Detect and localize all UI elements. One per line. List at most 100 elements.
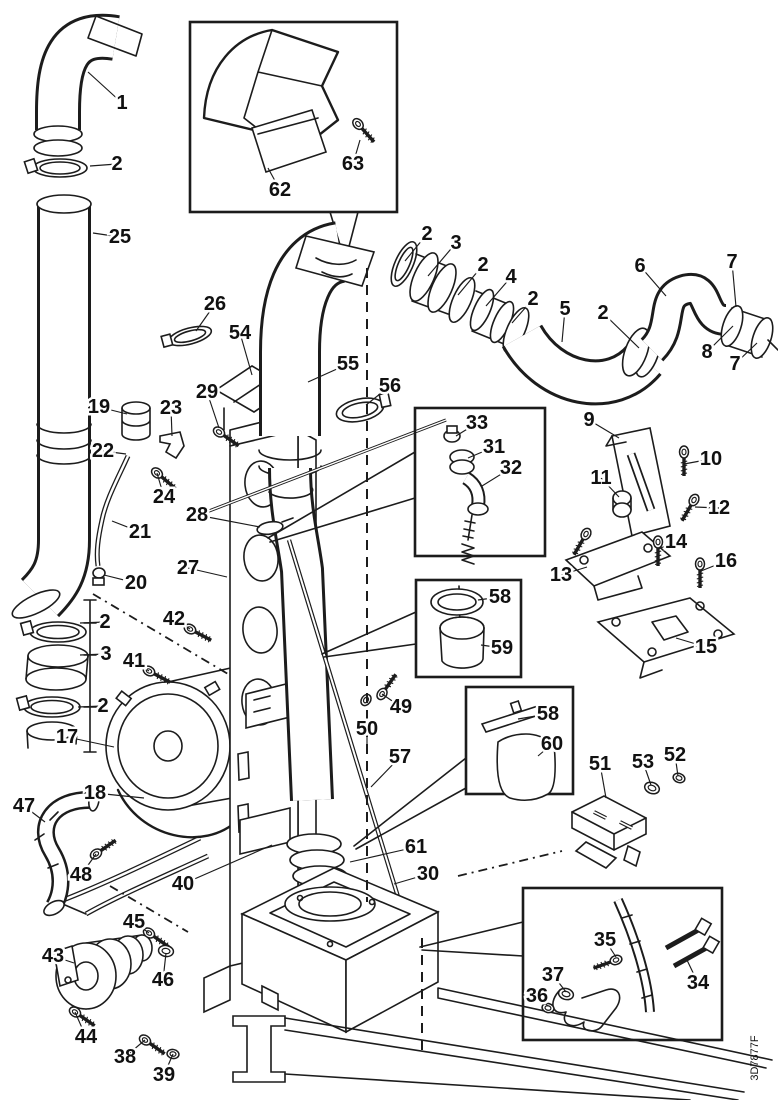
callout-2: 2 bbox=[421, 223, 432, 245]
leader-57 bbox=[370, 756, 401, 788]
callout-35: 35 bbox=[594, 929, 616, 951]
callout-14: 14 bbox=[665, 531, 688, 553]
callout-62: 62 bbox=[269, 179, 291, 201]
leader-28 bbox=[196, 514, 261, 528]
leader-6 bbox=[639, 265, 667, 297]
inset-breather bbox=[267, 406, 547, 565]
leader-13 bbox=[560, 566, 588, 576]
leader-17 bbox=[66, 736, 115, 748]
callout-36: 36 bbox=[526, 985, 548, 1007]
callout-41: 41 bbox=[123, 650, 145, 672]
callout-4: 4 bbox=[505, 266, 517, 288]
part-hose-47 bbox=[34, 788, 100, 917]
leader-60 bbox=[537, 743, 553, 757]
leader-43 bbox=[52, 955, 75, 964]
callout-18: 18 bbox=[84, 782, 106, 804]
callout-48: 48 bbox=[70, 864, 92, 886]
leader-58 bbox=[477, 596, 501, 601]
leader-2 bbox=[89, 163, 118, 167]
leader-4 bbox=[485, 276, 512, 307]
inset-clamp-boot bbox=[353, 685, 575, 850]
leader-63 bbox=[352, 139, 361, 165]
callout-22: 22 bbox=[92, 440, 114, 462]
callout-16: 16 bbox=[715, 550, 737, 572]
callout-26: 26 bbox=[204, 293, 226, 315]
callout-7: 7 bbox=[726, 251, 737, 273]
alignment-lines bbox=[83, 268, 563, 1052]
callout-30: 30 bbox=[417, 863, 439, 885]
leader-41 bbox=[133, 660, 150, 672]
part-clamp-top bbox=[23, 157, 88, 178]
callout-50: 50 bbox=[356, 718, 378, 740]
callout-25: 25 bbox=[109, 226, 131, 248]
callout-2: 2 bbox=[527, 288, 538, 310]
drawing-number: 3D7877F bbox=[749, 1035, 761, 1081]
callout-43: 43 bbox=[42, 945, 64, 967]
callout-23: 23 bbox=[160, 397, 182, 419]
leader-25 bbox=[92, 232, 121, 238]
leader-2 bbox=[79, 621, 106, 624]
callout-11: 11 bbox=[590, 467, 611, 489]
leader-47 bbox=[23, 805, 46, 823]
callout-13: 13 bbox=[550, 564, 572, 586]
leader-20 bbox=[103, 574, 137, 584]
callout-1: 1 bbox=[116, 92, 127, 114]
leader-55 bbox=[307, 363, 349, 383]
leader-2 bbox=[404, 233, 428, 262]
callout-19: 19 bbox=[88, 396, 110, 418]
callout-3: 3 bbox=[100, 643, 111, 665]
leader-56 bbox=[365, 385, 391, 406]
part-tube-21 bbox=[92, 454, 131, 586]
callout-58: 58 bbox=[537, 703, 559, 725]
part-blower-43 bbox=[53, 934, 153, 1010]
part-exhaust-pipe-25 bbox=[11, 194, 92, 619]
leader-7 bbox=[734, 342, 758, 365]
inset-gasket-sleeve bbox=[321, 578, 523, 679]
callout-51: 51 bbox=[589, 753, 611, 775]
callout-2: 2 bbox=[99, 611, 110, 633]
leader-15 bbox=[675, 637, 707, 648]
callout-46: 46 bbox=[152, 969, 174, 991]
callout-45: 45 bbox=[123, 911, 145, 933]
leader-61 bbox=[349, 846, 417, 863]
bolt-38 bbox=[135, 1031, 169, 1060]
frame-legs bbox=[57, 835, 210, 917]
leader-9 bbox=[588, 419, 620, 439]
callout-42: 42 bbox=[163, 608, 185, 630]
callout-61: 61 bbox=[405, 836, 427, 858]
leader-59 bbox=[480, 644, 503, 649]
leader-54 bbox=[239, 332, 253, 376]
leader-32 bbox=[481, 467, 512, 487]
bolt-63 bbox=[348, 114, 380, 147]
leader-2 bbox=[511, 298, 534, 324]
leader-39 bbox=[163, 1053, 174, 1076]
leader-46 bbox=[162, 952, 167, 981]
leader-3 bbox=[79, 653, 107, 656]
leader-34 bbox=[685, 957, 699, 984]
leader-2 bbox=[77, 705, 104, 708]
callout-24: 24 bbox=[153, 486, 176, 508]
part-clamp-26 bbox=[160, 325, 213, 349]
callout-57: 57 bbox=[389, 746, 411, 768]
callout-8: 8 bbox=[701, 341, 712, 363]
part-intake-elbow-center bbox=[258, 221, 376, 477]
callout-29: 29 bbox=[196, 381, 218, 403]
leader-62 bbox=[267, 167, 281, 191]
callout-9: 9 bbox=[583, 409, 594, 431]
leader-26 bbox=[195, 303, 216, 332]
leader-36 bbox=[536, 995, 549, 1007]
inset-hood bbox=[188, 20, 399, 259]
leader-5 bbox=[561, 308, 566, 343]
callout-33: 33 bbox=[466, 412, 488, 434]
callout-60: 60 bbox=[541, 733, 563, 755]
leader-33 bbox=[455, 422, 478, 437]
leader-45 bbox=[133, 921, 150, 934]
callout-15: 15 bbox=[695, 636, 717, 658]
callout-5: 5 bbox=[559, 298, 570, 320]
callout-20: 20 bbox=[125, 572, 147, 594]
leader-42 bbox=[173, 618, 191, 630]
part-hose-run-right bbox=[390, 240, 778, 406]
callout-10: 10 bbox=[700, 448, 722, 470]
leader-38 bbox=[124, 1039, 146, 1058]
